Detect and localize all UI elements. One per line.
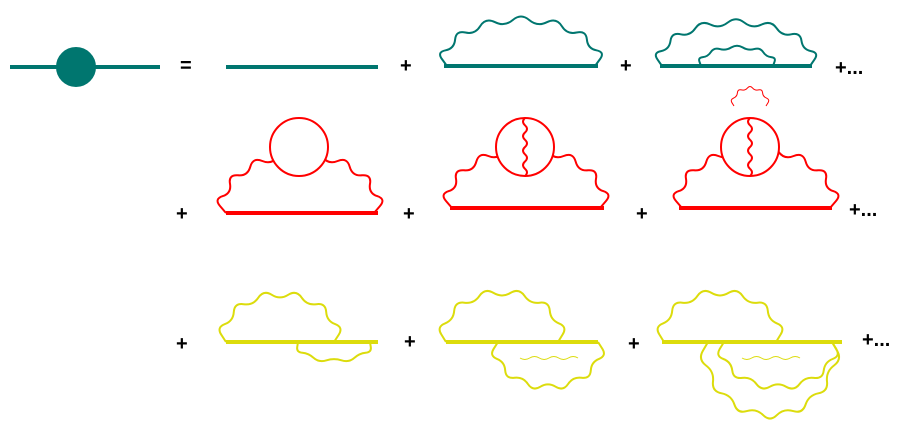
plus-sign-row1-2: +: [620, 55, 632, 77]
double-overlap-internal-wavy-photon: [741, 356, 801, 360]
internal-wavy-photon: [522, 117, 528, 177]
overlap-lower-wavy-arc: [491, 341, 605, 390]
plus-sign-row3-3: +: [628, 333, 640, 355]
plus-sign-row1-1: +: [400, 55, 412, 77]
one-loop-wavy-arc: [439, 15, 603, 67]
two-loop-inner-wavy-arc: [698, 44, 776, 67]
continuation-row3: +...: [862, 329, 890, 351]
self-energy-blob: [56, 47, 96, 87]
plus-sign-row3-2: +: [404, 331, 416, 353]
continuation-row2: +...: [849, 199, 877, 221]
tadpole-internal-wavy-photon: [747, 117, 753, 177]
plus-sign-row3-1: +: [176, 333, 188, 355]
overlap-internal-wavy-photon: [519, 356, 579, 360]
fermion-bubble-loop: [269, 117, 329, 177]
double-overlap-lower-wavy-arc: [699, 341, 841, 420]
double-overlap-upper-wavy-arc: [656, 289, 784, 343]
two-loop-outer-wavy-arc: [654, 18, 818, 67]
crossed-upper-wavy-arc: [218, 291, 342, 343]
double-overlap-middle-wavy-arc: [717, 341, 839, 390]
crossed-lower-wavy-arc: [296, 341, 372, 363]
plus-sign-row2-1: +: [176, 203, 188, 225]
continuation-row1: +...: [835, 57, 863, 79]
teal-row: [10, 15, 818, 87]
yellow-row: [218, 289, 842, 420]
plus-sign-row2-2: +: [403, 203, 415, 225]
red-row: [216, 85, 840, 215]
equals-sign: =: [180, 55, 192, 77]
plus-sign-row2-3: +: [636, 203, 648, 225]
tadpole-small-wavy-loop: [730, 85, 770, 107]
overlap-upper-wavy-arc: [438, 289, 566, 343]
